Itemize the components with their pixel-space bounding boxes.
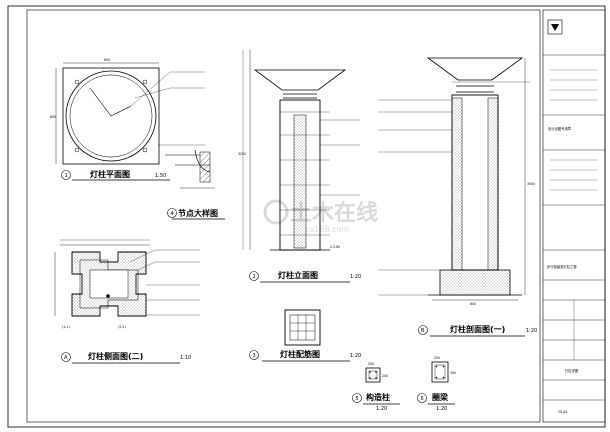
beam-height-dim: 300: [450, 371, 456, 375]
plan-height-dim: 600: [50, 115, 56, 119]
column-scale: 1:20: [376, 406, 387, 412]
title-block-project: 步行街景观灯柱工程: [547, 264, 577, 269]
section1-width-dim: 600: [470, 302, 476, 306]
beam-title: 圈梁: [432, 392, 449, 402]
column-detail: 200 200 5 构造柱 1:20: [352, 362, 400, 412]
cut-2-label: (2-2): [118, 325, 126, 329]
beam-width-dim: 200: [434, 356, 440, 360]
column-height-dim: 200: [382, 374, 388, 378]
title-block: 设计出图专用章 步行街景观灯柱工程 灯柱详图 YS-04: [542, 9, 606, 423]
cut-1-label: (1-1): [62, 325, 70, 329]
section2-scale: 1:10: [180, 355, 191, 361]
column-title: 构造柱: [366, 392, 390, 402]
title-block-stamp: 设计出图专用章: [548, 126, 572, 131]
section1-number: B: [421, 328, 425, 334]
section1-height-dim: 3000: [527, 182, 535, 186]
beam-number: 6: [421, 396, 424, 402]
node-number: 4: [171, 211, 174, 217]
elevation-number: 2: [253, 274, 256, 280]
watermark-sub: co188.com: [305, 225, 349, 234]
drawing-frame: [26, 9, 541, 423]
plan-number: 1: [65, 173, 68, 179]
elevation-base-level: 2.5.80: [330, 245, 340, 249]
elevation-scale: 1:20: [350, 274, 361, 280]
elevation-title: 灯柱立面图: [278, 270, 318, 280]
plan-view: 600 600 1 灯柱平面图 1:50: [50, 58, 205, 181]
title-block-sheet-no: YS-04: [558, 410, 568, 414]
column-width-dim: 200: [368, 362, 374, 366]
rebar-number: 3: [253, 353, 256, 359]
plan-width-dim: 600: [104, 58, 110, 62]
section2-number: A: [64, 355, 68, 361]
section1-title: 灯柱剖面图(一): [450, 324, 505, 334]
title-block-drawing: 灯柱详图: [565, 368, 579, 373]
rebar-view: 3 灯柱配筋图 1:20: [249, 309, 361, 362]
rebar-title: 灯柱配筋图: [280, 349, 320, 359]
watermark: 土木在线 co188.com: [263, 199, 378, 234]
node-title: 节点大样图: [178, 208, 218, 218]
beam-scale: 1:20: [436, 406, 447, 412]
elevation-view: 3250 2.5.80 2 灯柱立面图 1:20: [238, 50, 361, 283]
elevation-height-dim: 3250: [238, 152, 246, 156]
section-2-view: (1-1) (2-2) A 灯柱侧面图(二) 1:10: [54, 239, 200, 364]
section2-title: 灯柱侧面图(二): [88, 351, 143, 361]
column-number: 5: [356, 396, 359, 402]
section1-scale: 1:20: [526, 328, 537, 334]
section-1-view: 3000 600 B 灯柱剖面图(一) 1:20: [378, 57, 537, 337]
beam-detail: 200 300 6 圈梁 1:20: [417, 356, 456, 412]
plan-title: 灯柱平面图: [90, 169, 130, 179]
plan-scale: 1:50: [155, 173, 166, 179]
rebar-scale: 1:20: [350, 353, 361, 359]
node-detail: 4 节点大样图: [165, 149, 225, 220]
